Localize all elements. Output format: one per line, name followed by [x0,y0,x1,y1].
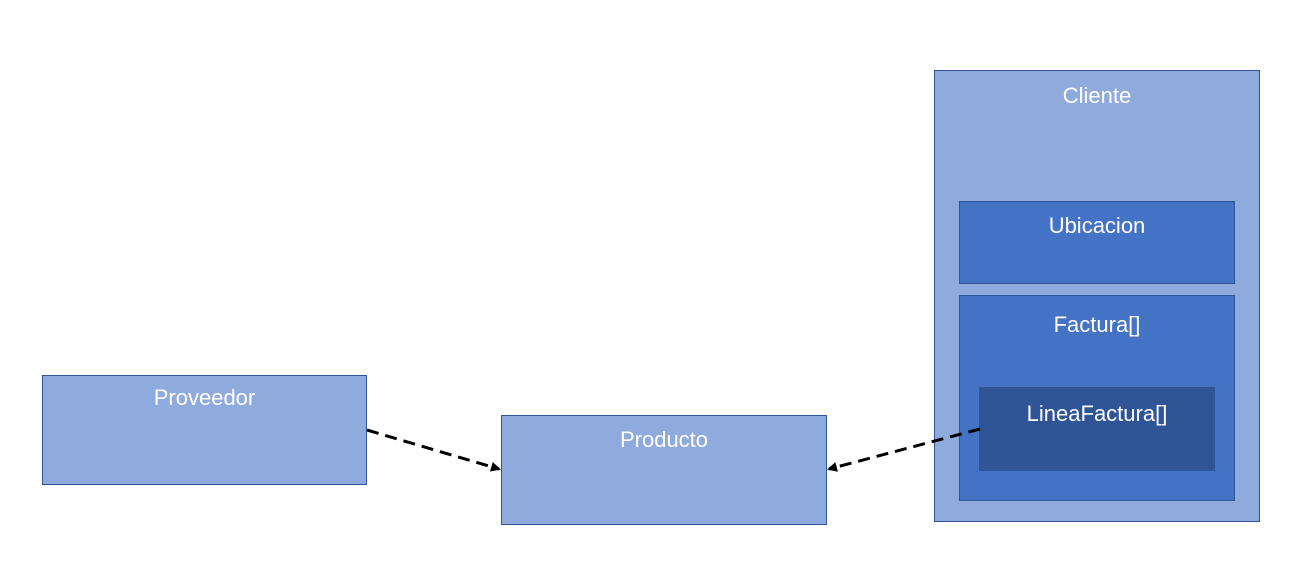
ubicacion-label: Ubicacion [1048,213,1146,238]
linea-factura-label: LineaFactura[] [1026,401,1168,426]
producto-box[interactable]: Producto [501,415,827,525]
proveedor-box[interactable]: Proveedor [42,375,367,485]
ubicacion-box[interactable]: Ubicacion [959,201,1235,284]
producto-label: Producto [619,427,709,452]
proveedor-label: Proveedor [153,385,256,410]
linea-factura-box[interactable]: LineaFactura[] [979,387,1215,471]
cliente-label: Cliente [1062,83,1132,108]
edge-proveedor-to-producto [366,428,501,472]
factura-label: Factura[] [1053,312,1141,337]
